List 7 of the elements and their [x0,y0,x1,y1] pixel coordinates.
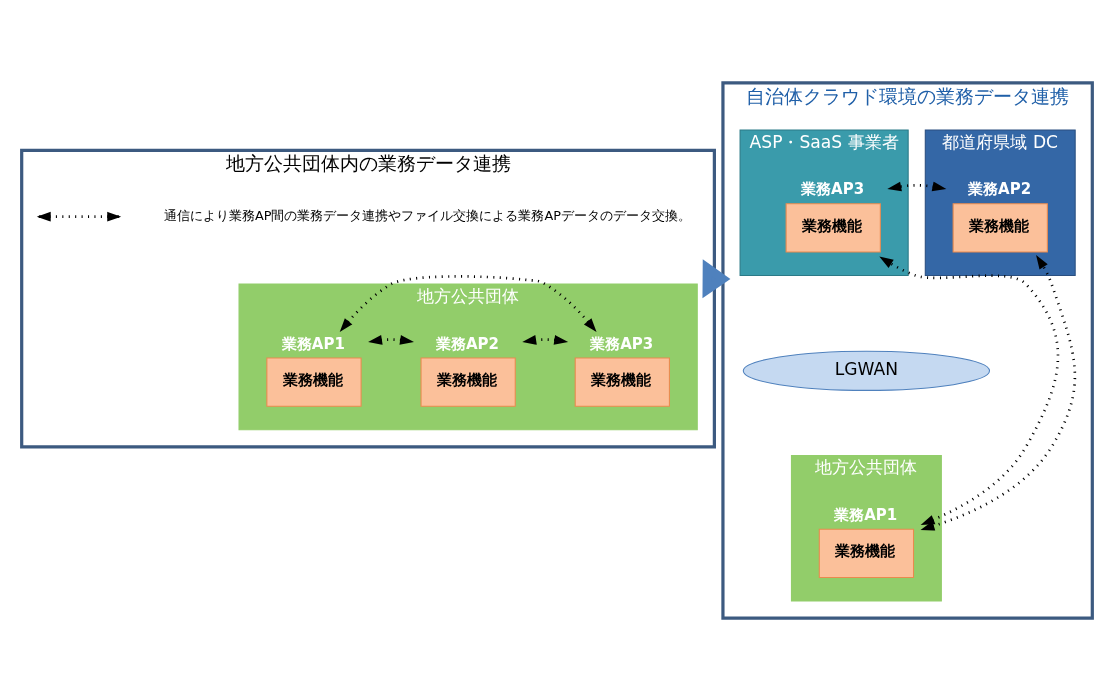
node-label: 業務AP2 [436,334,500,353]
node-label: 業務AP1 [281,334,345,353]
node-label: 業務AP2 [968,179,1032,198]
node-label: 業務AP1 [834,505,898,524]
node-label: 業務AP3 [801,179,865,198]
node-label: 業務AP3 [590,334,654,353]
legend-label: 通信により業務AP間の業務データ連携やファイル交換による業務APデータのデータ交換。 [163,207,691,223]
